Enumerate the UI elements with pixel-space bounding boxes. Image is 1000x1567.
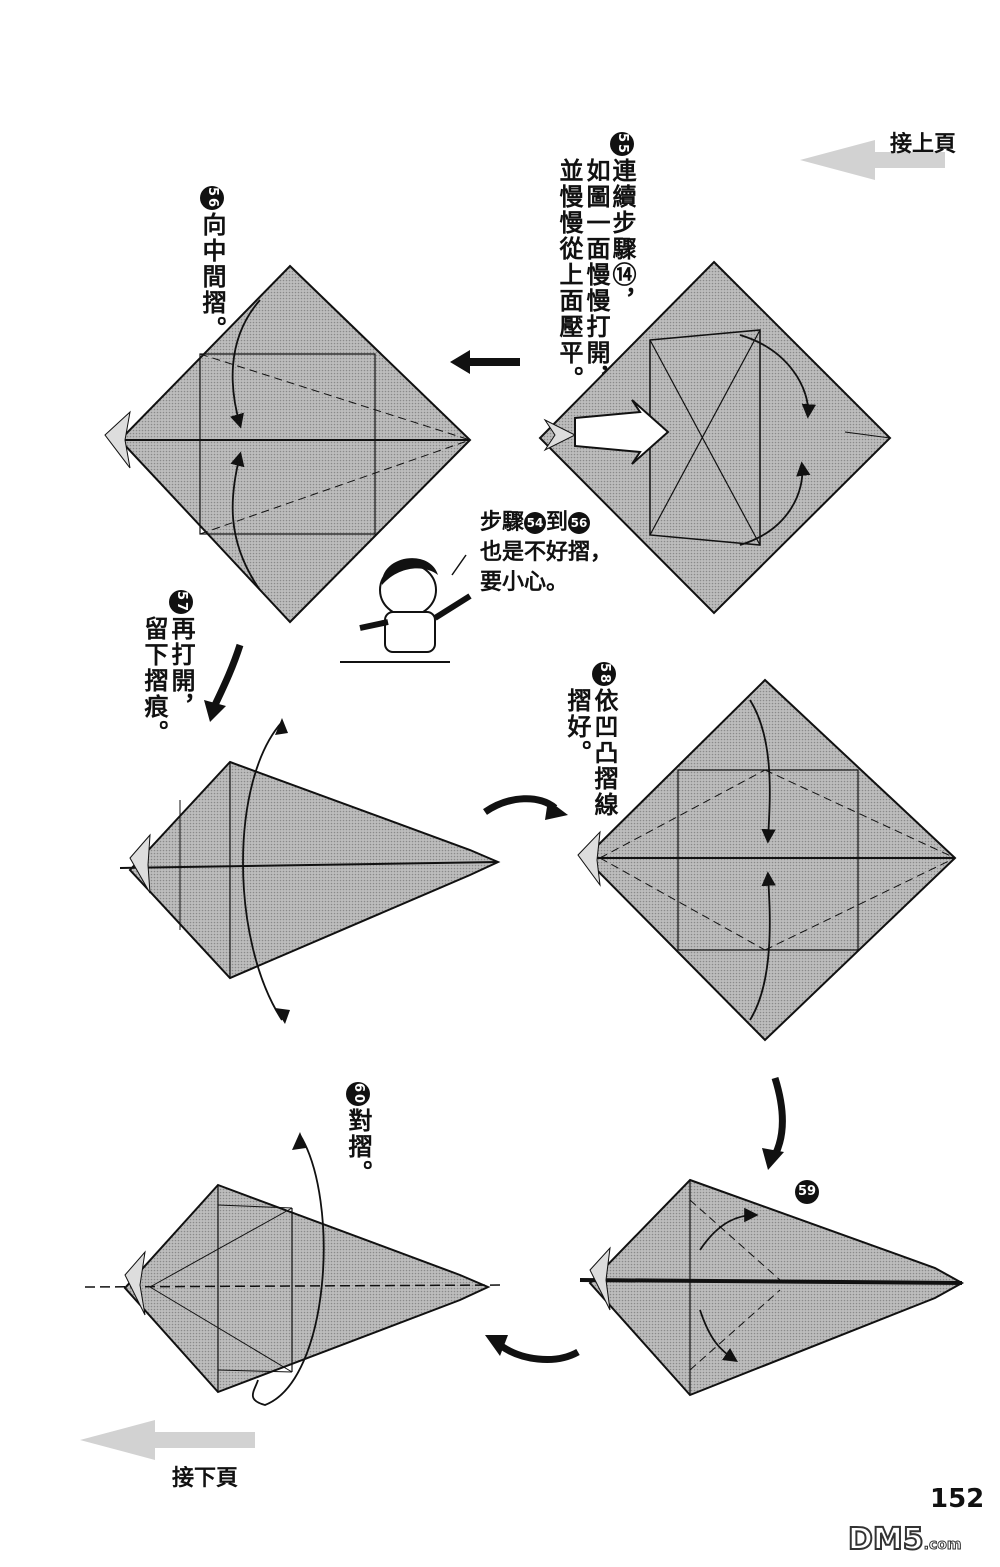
- cartoon-boy-illustration: [340, 558, 472, 663]
- diagram-step-58: [577, 678, 957, 1042]
- step-57-line1: 57再打開，: [167, 590, 195, 720]
- flow-arrow: [211, 643, 244, 707]
- flow-arrow: [497, 1342, 580, 1363]
- step-55-line2: 如圖一面慢慢打開，: [582, 158, 610, 392]
- next-page-arrow[interactable]: [80, 1420, 255, 1460]
- step-59-number: 59: [795, 1180, 819, 1204]
- flow-arrow: [483, 795, 558, 815]
- step-55-line1: 55連續步驟⑭，: [608, 132, 636, 314]
- step-56-text: 56向中間摺。: [198, 186, 226, 342]
- watermark-logo: DM5.com: [847, 1521, 962, 1558]
- step-57-number: 57: [169, 590, 193, 614]
- diagram-step-59: [579, 1178, 965, 1397]
- step-58-line2: 摺好。: [563, 688, 591, 766]
- flow-arrow: [771, 1076, 786, 1157]
- speech-line2: 也是不好摺，: [480, 540, 613, 565]
- step-60-text: 60對摺。: [344, 1082, 372, 1186]
- diagram-step-60: [84, 1132, 506, 1406]
- speech-line3: 要小心。: [480, 570, 569, 595]
- step-56-number: 56: [200, 186, 224, 210]
- diagram-step-57: [119, 718, 501, 1024]
- diagram-step-55: [538, 260, 892, 615]
- step-58-line1: 58依凹凸摺線: [590, 662, 618, 818]
- prev-page-label[interactable]: 接上頁: [890, 132, 957, 157]
- step-57-line2: 留下摺痕。: [140, 616, 168, 746]
- step-60-number: 60: [346, 1082, 370, 1106]
- prev-page-arrow[interactable]: [800, 140, 945, 180]
- step-55-number: 55: [610, 132, 634, 156]
- page-number: 152: [930, 1484, 985, 1514]
- diagram-step-56: [104, 264, 472, 624]
- step-55-line3: 並慢慢從上面壓平。: [555, 158, 583, 392]
- step-58-number: 58: [592, 662, 616, 686]
- next-page-label[interactable]: 接下頁: [172, 1466, 239, 1491]
- open-arrow: [574, 399, 670, 465]
- speech-line: [451, 554, 467, 576]
- step-59-label: 59: [795, 1180, 819, 1206]
